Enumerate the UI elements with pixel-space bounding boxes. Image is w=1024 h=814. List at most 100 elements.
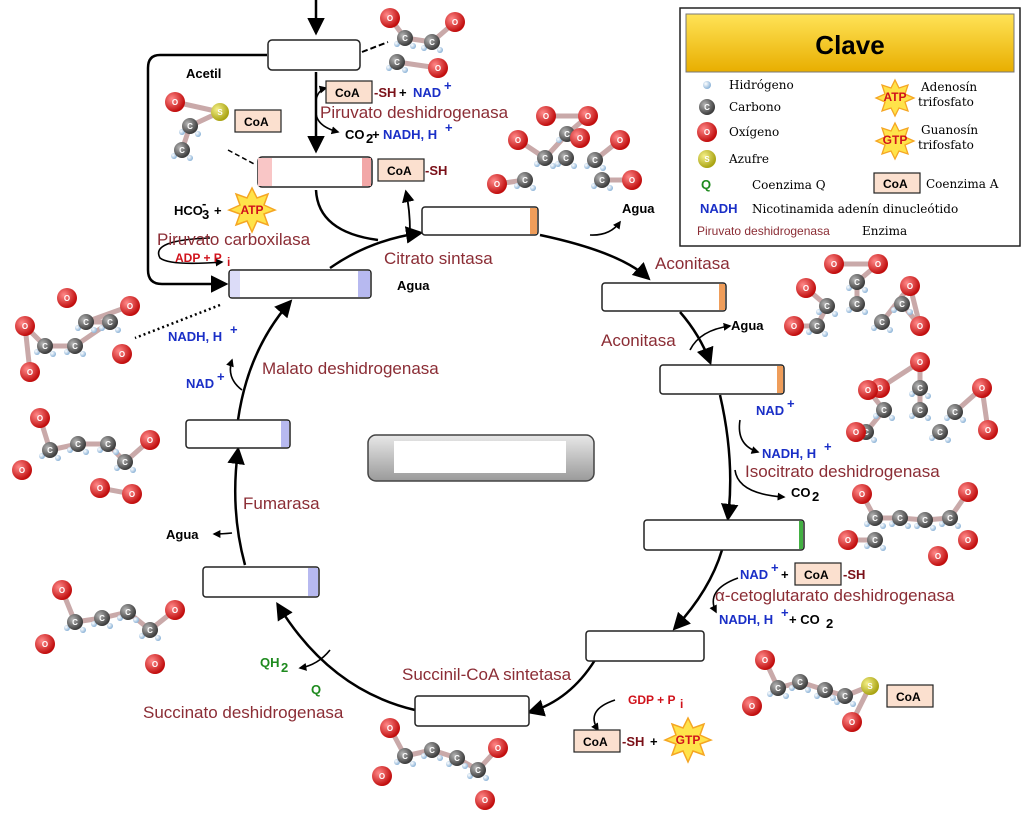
hydrogen-atom (187, 155, 193, 161)
svg-text:+: + (781, 605, 789, 620)
carbon-atom (94, 610, 110, 626)
svg-text:GTP: GTP (883, 133, 908, 147)
svg-text:C: C (814, 322, 820, 331)
carbon-atom (817, 682, 833, 698)
sulfur-icon (698, 150, 716, 168)
oxygen-atom (30, 408, 50, 428)
carbon-atom (917, 512, 933, 528)
carbon-atom (792, 674, 808, 690)
oxygen-atom (622, 170, 642, 190)
svg-text:C: C (394, 58, 400, 67)
box-cis-aconitate (601, 282, 727, 312)
svg-text:C: C (775, 684, 781, 693)
water-fumarase-label: Agua (166, 527, 199, 542)
hydrogen-atom (107, 623, 113, 629)
connector-lines (134, 41, 389, 340)
hydrogen-atom (880, 545, 886, 551)
arrow-succinylcoa-to-succinate (526, 659, 597, 717)
oxygen-atom (372, 766, 392, 786)
svg-text:+: + (214, 203, 222, 218)
oxygen-atom (57, 288, 77, 308)
oxygen-atom (536, 106, 556, 126)
svg-text:+: + (824, 439, 832, 454)
hydrogen-atom (80, 627, 86, 633)
oxygen-atom (755, 650, 775, 670)
hydrogen-atom (871, 437, 877, 443)
svg-text:O: O (877, 384, 883, 393)
svg-text:O: O (749, 702, 755, 711)
carbon-atom (819, 298, 835, 314)
oxygen-atom (910, 316, 930, 336)
enzyme-pyruvate-carboxylase: Piruvato carboxilasa (157, 230, 311, 249)
box-succinate (414, 695, 530, 727)
svg-text:C: C (475, 766, 481, 775)
svg-text:NADH, H: NADH, H (168, 329, 222, 344)
svg-text:C: C (122, 458, 128, 467)
svg-text:C: C (72, 618, 78, 627)
svg-text:C: C (75, 440, 81, 449)
svg-text:O: O (965, 488, 971, 497)
hco3-label: HCO (174, 203, 203, 218)
hydrogen-atom (832, 311, 838, 317)
oxygen-atom (488, 738, 508, 758)
svg-text:O: O (543, 112, 549, 121)
carbon-atom (594, 172, 610, 188)
arrow-citrate-to-cisaconitate (539, 233, 651, 281)
hydrogen-atom (889, 415, 895, 421)
svg-text:O: O (859, 490, 865, 499)
svg-text:C: C (863, 428, 869, 437)
svg-text:O: O (172, 98, 178, 107)
svg-text:C: C (704, 103, 710, 112)
svg-text:NAD: NAD (756, 403, 784, 418)
box-oxaloacetate (228, 269, 372, 299)
svg-text:O: O (22, 322, 28, 331)
svg-text:C: C (402, 752, 408, 761)
oxygen-atom (910, 352, 930, 372)
svg-text:O: O (791, 322, 797, 331)
svg-text:Q: Q (701, 177, 711, 192)
svg-text:i: i (680, 697, 683, 711)
hydrogen-atom (960, 417, 966, 423)
hydrogen-atom (930, 525, 936, 531)
oxygen-atom (487, 174, 507, 194)
svg-text:+: + (787, 396, 795, 411)
hydrogen-atom (80, 351, 86, 357)
svg-text:O: O (64, 294, 70, 303)
oxygen-atom (852, 484, 872, 504)
svg-text:C: C (147, 626, 153, 635)
svg-text:Nicotinamida adenín dinucleóti: Nicotinamida adenín dinucleótido (752, 202, 958, 216)
oxygen-atom (475, 790, 495, 810)
carbon-atom (102, 314, 118, 330)
oxygen-atom (742, 696, 762, 716)
adp-pi-label: ADP + P (175, 251, 222, 265)
svg-text:C: C (947, 514, 953, 523)
svg-text:+: + (399, 85, 407, 100)
svg-text:O: O (853, 428, 859, 437)
svg-text:C: C (429, 746, 435, 755)
carbon-atom (470, 762, 486, 778)
svg-text:Enzima: Enzima (862, 224, 907, 238)
arrow-fumarate-to-malate (227, 446, 247, 566)
box-isocitrate (659, 364, 785, 395)
svg-text:O: O (27, 368, 33, 377)
hydrogen-atom (887, 327, 893, 333)
oxygen-atom (824, 254, 844, 274)
svg-text:O: O (152, 660, 158, 669)
hydrogen-atom (600, 165, 606, 171)
oxygen-atom (868, 254, 888, 274)
carbon-atom (892, 510, 908, 526)
svg-text:-SH: -SH (622, 734, 644, 749)
carbon-atom (100, 436, 116, 452)
svg-text:C: C (429, 38, 435, 47)
oxygen-atom (90, 478, 110, 498)
svg-text:C: C (47, 446, 53, 455)
oxygen-atom (842, 712, 862, 732)
svg-text:C: C (72, 342, 78, 351)
svg-text:C: C (402, 34, 408, 43)
oxygen-atom (958, 482, 978, 502)
svg-text:C: C (872, 514, 878, 523)
